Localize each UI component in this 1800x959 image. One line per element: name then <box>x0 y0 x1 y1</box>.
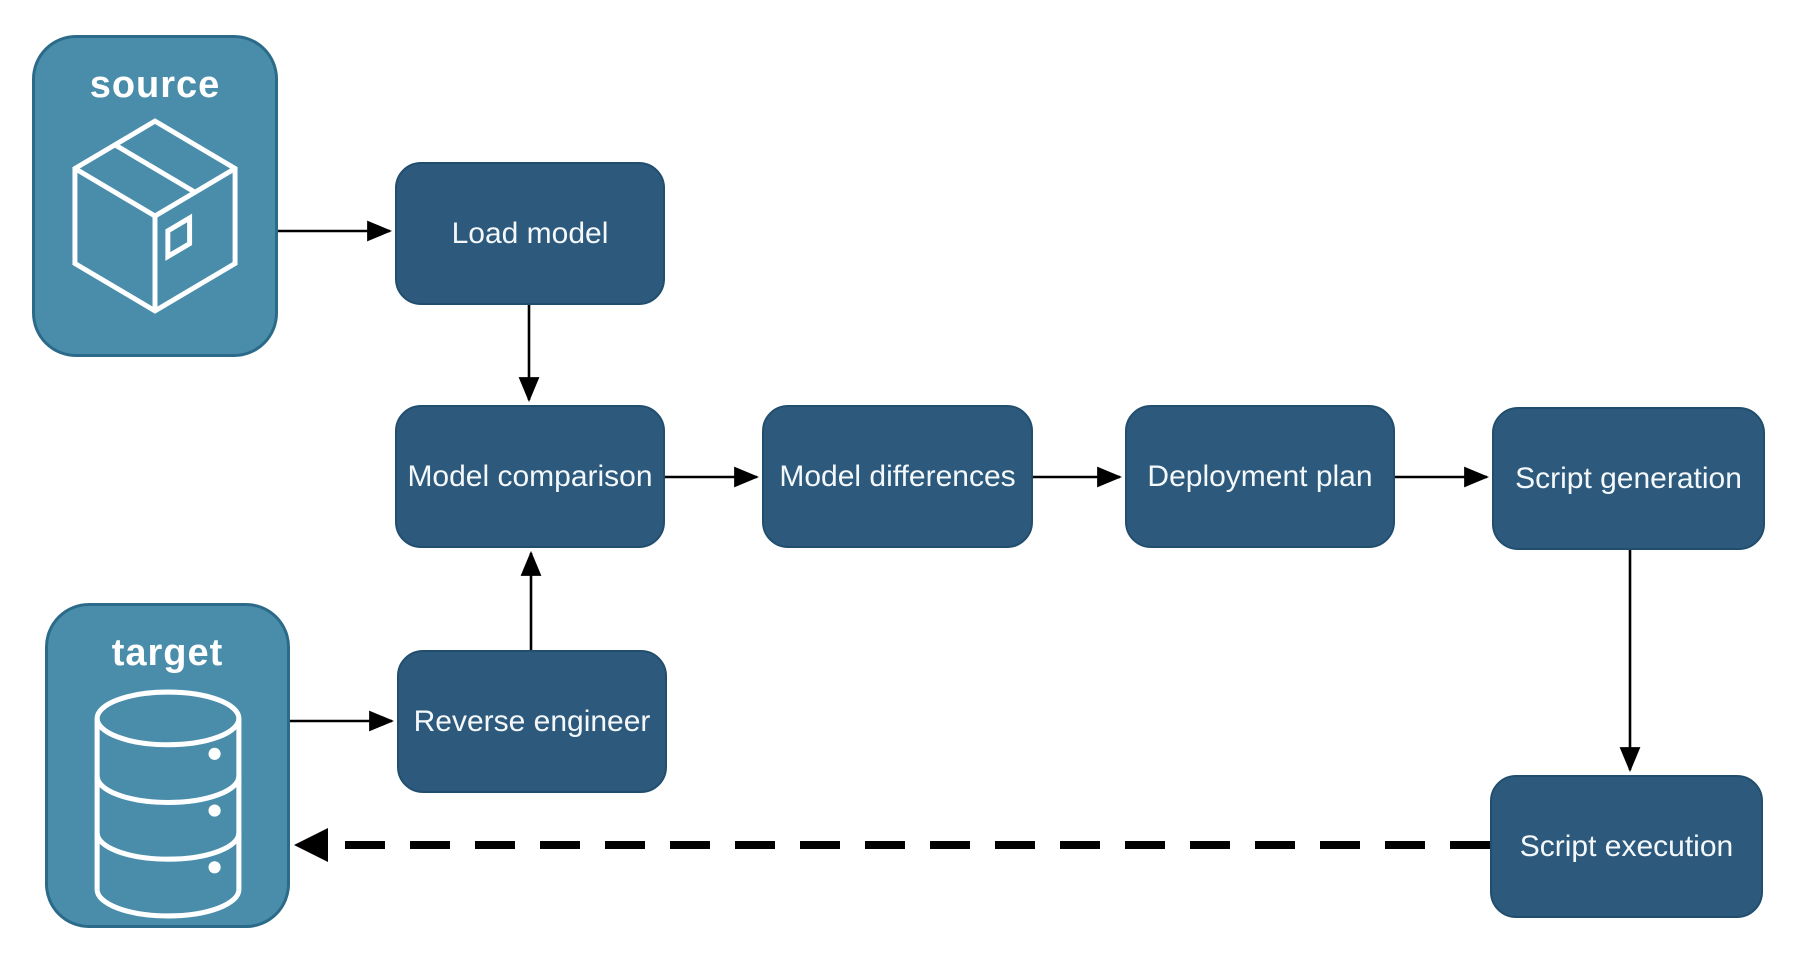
script-generation-label: Script generation <box>1515 462 1742 495</box>
node-model-comparison: Model comparison <box>395 405 665 548</box>
load-model-label: Load model <box>451 217 609 250</box>
node-load-model: Load model <box>395 162 665 305</box>
node-script-execution: Script execution <box>1490 775 1763 918</box>
package-icon <box>72 118 238 314</box>
node-reverse-engineer: Reverse engineer <box>397 650 667 793</box>
model-differences-label: Model differences <box>779 460 1016 493</box>
node-script-generation: Script generation <box>1492 407 1765 550</box>
deployment-plan-label: Deployment plan <box>1147 460 1373 493</box>
source-label: source <box>89 64 221 106</box>
model-comparison-label: Model comparison <box>407 460 653 493</box>
reverse-engineer-label: Reverse engineer <box>413 705 651 738</box>
script-execution-label: Script execution <box>1519 830 1734 863</box>
node-deployment-plan: Deployment plan <box>1125 405 1395 548</box>
database-icon <box>94 689 241 919</box>
node-source: source <box>32 35 278 357</box>
target-label: target <box>111 632 224 674</box>
node-target: target <box>45 603 290 928</box>
node-model-differences: Model differences <box>762 405 1033 548</box>
arrow-script-execution-to-target <box>294 828 1490 862</box>
